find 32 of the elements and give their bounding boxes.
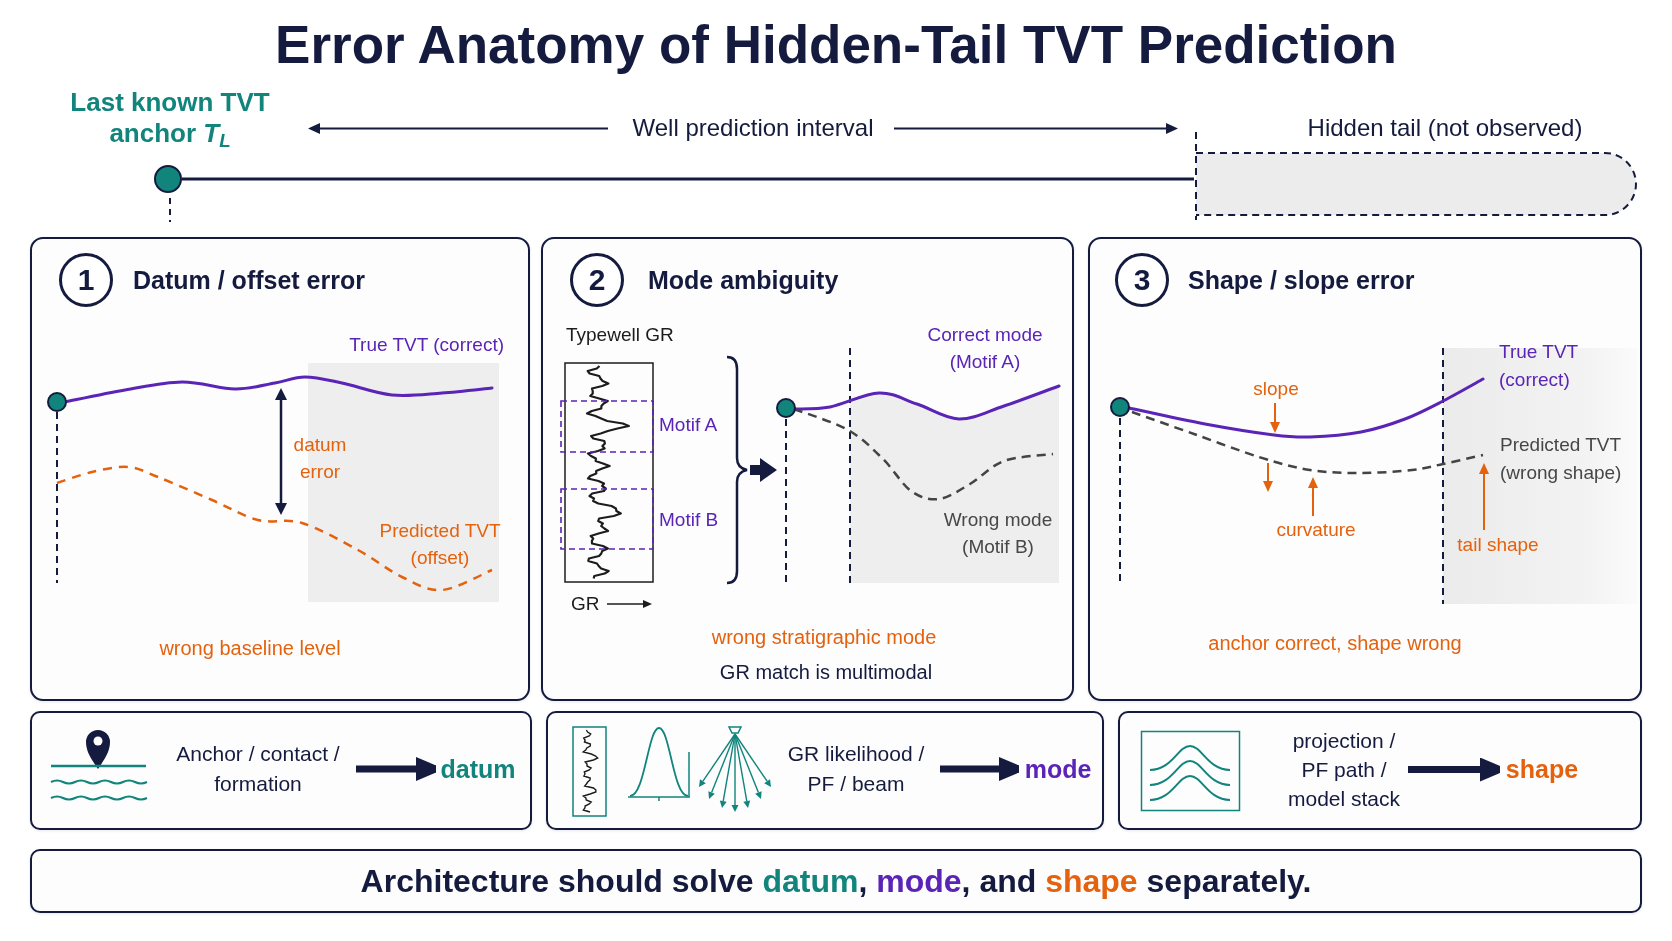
- panel-caption: GR match is multimodal: [719, 660, 933, 684]
- axis-label: GR: [571, 592, 601, 616]
- error-type-label: mode: [1019, 754, 1097, 784]
- panel-caption: wrong stratigraphic mode: [711, 625, 937, 649]
- panel-caption: anchor correct, shape wrong: [1208, 631, 1462, 655]
- method-card: [30, 711, 532, 830]
- panel-caption: wrong baseline level: [159, 636, 341, 660]
- method-card: [1118, 711, 1642, 830]
- error-type-label: shape: [1500, 754, 1584, 784]
- anchor-label: Last known TVT anchor T$_{L}$: [69, 87, 271, 149]
- method-label: Anchor / contact / formation: [160, 739, 356, 799]
- step-number: 1: [59, 253, 113, 307]
- track-title: Typewell GR: [566, 323, 675, 347]
- summary-text: Architecture should solve datum, mode, and shape separately.: [360, 862, 1312, 901]
- summary-banner: [30, 849, 1642, 913]
- method-card: [546, 711, 1104, 830]
- curve-label: True TVT (correct): [348, 333, 504, 357]
- panel-title: Mode ambiguity: [648, 265, 839, 296]
- hidden-tail-label: Hidden tail (not observed): [1307, 114, 1583, 142]
- motif-label: Motif B: [659, 508, 720, 532]
- method-label: projection / PF path / model stack: [1280, 726, 1408, 813]
- motif-label: Motif A: [659, 413, 719, 437]
- interval-label: Well prediction interval: [631, 114, 875, 142]
- step-number: 2: [570, 253, 624, 307]
- panel-title: Datum / offset error: [133, 265, 365, 296]
- connector-line: [182, 177, 1194, 181]
- step-number: 3: [1115, 253, 1169, 307]
- anchor-dot-icon: [154, 165, 182, 193]
- panel-title: Shape / slope error: [1188, 265, 1415, 296]
- method-label: GR likelihood / PF / beam: [772, 739, 940, 799]
- error-type-label: datum: [436, 754, 520, 784]
- diagram-title: Error Anatomy of Hidden-Tail TVT Prediction: [275, 14, 1397, 76]
